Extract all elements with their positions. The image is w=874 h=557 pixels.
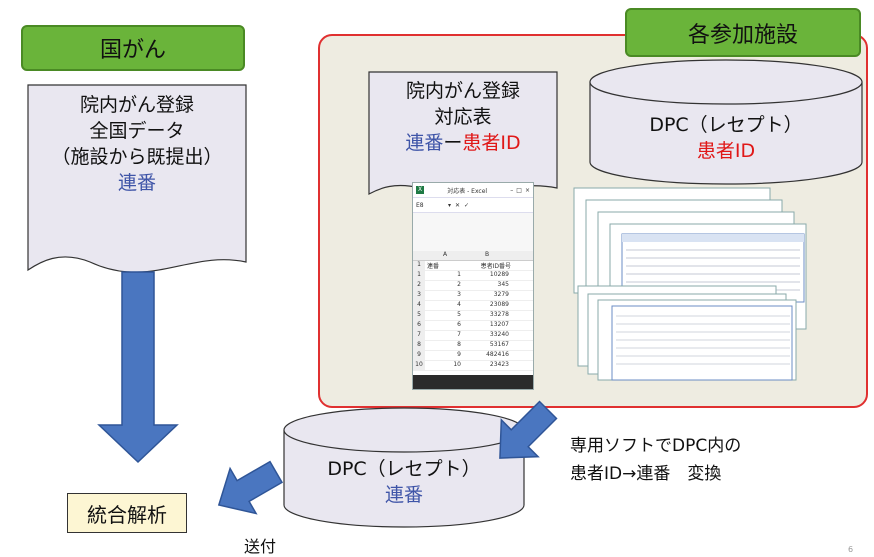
excel-cell-serial: 4 (457, 301, 461, 308)
minimize-icon: – (510, 186, 514, 194)
excel-table-row: 1 1 10289 (413, 271, 533, 281)
national-doc-serial: 連番 (117, 172, 156, 194)
table-doc-line-1: 院内がん登録 (405, 80, 520, 102)
conversion-note: 専用ソフトでDPC内の 患者ID→連番 変換 (570, 432, 741, 488)
excel-cell-id: 23089 (489, 301, 509, 308)
table-doc-serial: 連番 (405, 132, 444, 154)
excel-cell-id: 23423 (489, 361, 509, 368)
excel-row-num: 9 (413, 351, 425, 360)
dpc-serial-db-text: DPC（レセプト） 連番 (284, 456, 524, 508)
national-document-text: 院内がん登録 全国データ （施設から既提出） 連番 (28, 92, 246, 196)
excel-row-num: 7 (413, 331, 425, 340)
excel-table-row: 7 7 33240 (413, 331, 533, 341)
formula-confirm-icon: ✓ (464, 201, 470, 209)
excel-header-id: 患者ID番号 (480, 263, 511, 270)
down-arrow-icon (97, 271, 179, 464)
excel-row-num: 6 (413, 321, 425, 330)
excel-cell-id: 33240 (489, 331, 509, 338)
excel-row-num: 8 (413, 341, 425, 350)
excel-title: 対応表 - Excel (447, 187, 488, 195)
excel-cell-serial: 1 (457, 271, 461, 278)
excel-cell-id: 10289 (489, 271, 509, 278)
table-doc-patient-id: 患者ID (462, 132, 521, 154)
dpc-serial-db-shape (283, 407, 525, 528)
excel-row-num: 10 (413, 361, 425, 370)
excel-header-serial: 連番 (427, 263, 440, 270)
excel-cell-id: 482416 (486, 351, 509, 358)
excel-formula-bar: E8 ▾ ✕ ✓ (413, 198, 533, 213)
excel-cell-serial: 10 (453, 361, 461, 368)
excel-row-num: 2 (413, 281, 425, 290)
excel-status-bar (413, 375, 533, 389)
excel-cell-ref: E8 (416, 201, 424, 209)
page-number: 6 (848, 545, 854, 554)
national-document-shape (27, 84, 247, 273)
excel-cell-serial: 2 (457, 281, 461, 288)
excel-cell-id: 3279 (493, 291, 509, 298)
excel-row-num: 4 (413, 301, 425, 310)
excel-cell-serial: 5 (457, 311, 461, 318)
excel-table-row: 2 2 345 (413, 281, 533, 291)
conversion-note-line-2: 患者ID→連番 変換 (570, 464, 722, 484)
excel-header-row: 1 連番 患者ID番号 (413, 261, 533, 271)
excel-table-row: 6 6 13207 (413, 321, 533, 331)
excel-col-a: A (442, 251, 448, 258)
excel-corner (413, 251, 425, 260)
national-doc-line-2: 全国データ (89, 120, 185, 142)
excel-cell-serial: 6 (457, 321, 461, 328)
excel-col-header: A B (413, 251, 533, 261)
facilities-label: 各参加施設 (625, 8, 861, 57)
dpc-patient-db-id: 患者ID (696, 140, 756, 162)
formula-cancel-icon: ✕ (455, 201, 461, 209)
dpc-patient-db-title: DPC（レセプト） (649, 114, 803, 136)
excel-table-row: 4 4 23089 (413, 301, 533, 311)
national-label: 国がん (21, 25, 245, 71)
close-icon: × (524, 186, 530, 194)
excel-window: X 対応表 - Excel – □ × E8 ▾ ✕ ✓ A B 1 連番 患者… (412, 182, 534, 390)
chevron-down-icon: ▾ (448, 201, 452, 209)
excel-table-row: 3 3 3279 (413, 291, 533, 301)
excel-cell-serial: 9 (457, 351, 461, 358)
excel-cell-id: 345 (497, 281, 509, 288)
dpc-patient-db-shape (589, 59, 863, 185)
excel-app-icon: X (416, 186, 424, 194)
excel-cell-serial: 8 (457, 341, 461, 348)
excel-title-bar: X 対応表 - Excel – □ × (413, 183, 533, 198)
excel-table-row: 10 10 23423 (413, 361, 533, 371)
maximize-icon: □ (516, 186, 522, 194)
conversion-note-line-1: 専用ソフトでDPC内の (570, 436, 742, 456)
excel-row-num: 1 (413, 261, 425, 270)
diagonal-arrow-icon (499, 400, 558, 459)
table-doc-dash: ー (443, 132, 463, 154)
send-label: 送付 (244, 537, 277, 556)
dpc-serial-db-title: DPC（レセプト） (327, 458, 481, 480)
excel-cell-id: 13207 (489, 321, 509, 328)
excel-row-num: 5 (413, 311, 425, 320)
excel-rows: 1 1 10289 2 2 345 3 3 3279 4 4 23089 5 5 33278 6 6 13207 7… (413, 271, 533, 371)
send-arrow-icon (217, 460, 284, 515)
integration-box: 統合解析 (67, 493, 187, 533)
national-doc-line-1: 院内がん登録 (79, 94, 194, 116)
excel-col-b: B (484, 251, 490, 258)
excel-row-num: 3 (413, 291, 425, 300)
dpc-patient-db-text: DPC（レセプト） 患者ID (590, 112, 862, 164)
excel-cell-serial: 7 (457, 331, 461, 338)
excel-cell-serial: 3 (457, 291, 461, 298)
excel-table-row: 8 8 53167 (413, 341, 533, 351)
table-doc-line-2: 対応表 (434, 106, 492, 128)
excel-row-num: 1 (413, 271, 425, 280)
excel-blank-area (413, 213, 533, 251)
national-doc-line-3: （施設から既提出） (51, 146, 223, 168)
dpc-serial-db-serial: 連番 (384, 484, 423, 506)
excel-table-row: 9 9 482416 (413, 351, 533, 361)
excel-table-row: 5 5 33278 (413, 311, 533, 321)
table-document-text: 院内がん登録 対応表 連番ー患者ID (369, 78, 557, 156)
table-doc-line-3: 連番ー患者ID (369, 130, 557, 156)
excel-cell-id: 33278 (489, 311, 509, 318)
excel-cell-id: 53167 (489, 341, 509, 348)
receipt-window-stack (573, 187, 807, 381)
